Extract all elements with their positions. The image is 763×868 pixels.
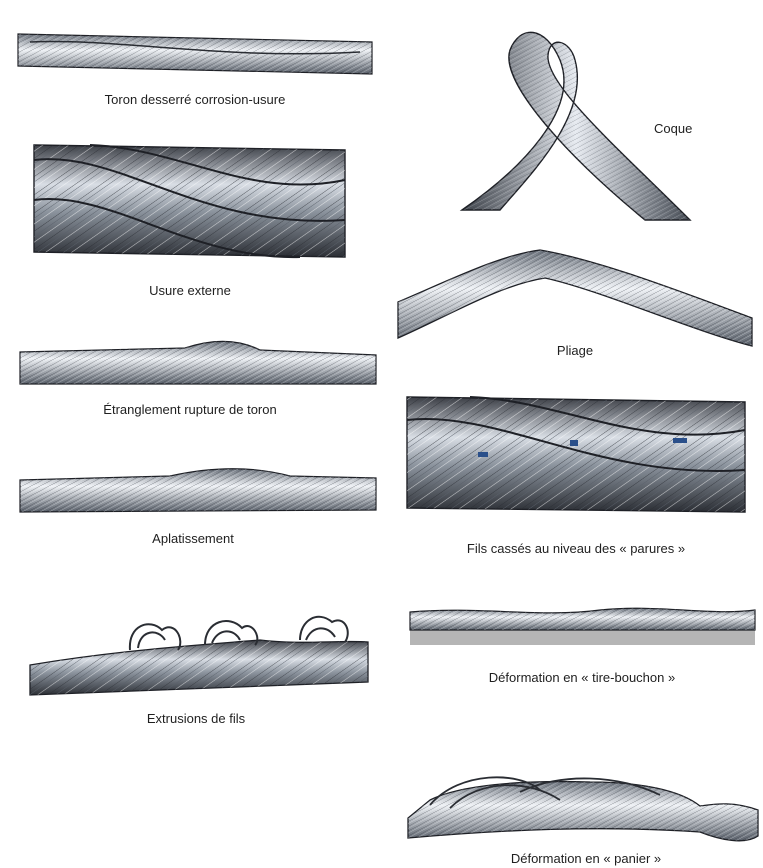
caption-birdcage: Déformation en « panier » [511,851,661,867]
caption-kink: Coque [654,121,692,137]
caption-broken-wires: Fils cassés au niveau des « parures » [467,541,685,557]
caption-flattening: Aplatissement [152,531,234,547]
caption-corkscrew: Déformation en « tire-bouchon » [489,670,675,686]
rope-flattening [20,469,376,512]
rope-strand-necking [20,341,376,384]
flat-surface [410,629,755,645]
caption-external-wear: Usure externe [149,283,231,299]
rope-broken-wires [407,397,745,512]
rope-wire-extrusion [30,617,368,695]
rope-corkscrew [410,608,755,645]
caption-strand-necking: Étranglement rupture de toron [103,402,276,418]
rope-birdcage [408,777,758,840]
caption-wire-extrusion: Extrusions de fils [147,711,245,727]
rope-loose-strand [18,34,372,74]
caption-loose-strand: Toron desserré corrosion-usure [105,92,286,108]
rope-bend [398,250,752,346]
rope-external-wear [34,145,345,257]
caption-bend: Pliage [557,343,593,359]
